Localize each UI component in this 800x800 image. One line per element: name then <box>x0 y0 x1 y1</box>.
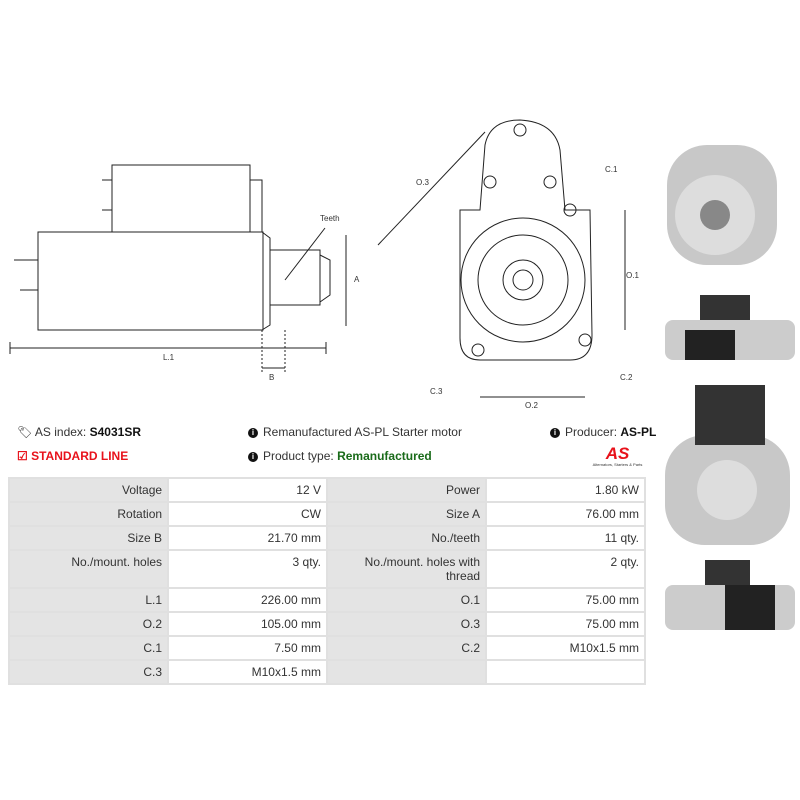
side-view-drawing: L.1 A B Teeth <box>9 164 360 382</box>
label-b: B <box>269 373 274 382</box>
label-o1: O.1 <box>626 271 639 280</box>
spec-value: 75.00 mm <box>485 611 646 637</box>
spec-value: M10x1.5 mm <box>485 635 646 661</box>
spec-value: 76.00 mm <box>485 501 646 527</box>
spec-value: 75.00 mm <box>485 587 646 613</box>
spec-label: No./mount. holes with thread <box>325 549 488 589</box>
spec-value: 1.80 kW <box>485 477 646 503</box>
spec-value: M10x1.5 mm <box>167 659 328 685</box>
photo-side <box>665 295 795 360</box>
spec-label: L.1 <box>7 587 170 613</box>
tag-icon: 🏷 <box>17 425 33 439</box>
photo-front <box>667 145 777 265</box>
front-view-drawing: O.3 O.1 O.2 C.1 C.2 C.3 <box>377 119 639 410</box>
spec-value: CW <box>167 501 328 527</box>
spec-label: Size B <box>7 525 170 551</box>
technical-drawing: L.1 A B Teeth O.3 O.1 O.2 C.1 C.2 C.3 <box>9 119 639 410</box>
photo-rear <box>665 385 790 545</box>
product-photos <box>665 145 795 630</box>
photo-side-2 <box>665 560 795 630</box>
spec-label: C.1 <box>7 635 170 661</box>
spec-label: C.2 <box>325 635 488 661</box>
checkbox-icon: ☑ <box>17 449 28 463</box>
spec-label: O.3 <box>325 611 488 637</box>
label-a: A <box>354 275 360 284</box>
info-icon: i <box>248 428 258 438</box>
as-pl-logo: AS Alternators, Starters & Parts <box>592 444 643 467</box>
spec-label: Rotation <box>7 501 170 527</box>
spec-label: No./mount. holes <box>7 549 170 589</box>
spec-value: 21.70 mm <box>167 525 328 551</box>
spec-label: C.3 <box>7 659 170 685</box>
spec-value: 7.50 mm <box>167 635 328 661</box>
label-o3: O.3 <box>416 178 429 187</box>
spec-value: 12 V <box>167 477 328 503</box>
label-teeth: Teeth <box>320 214 340 223</box>
standard-line-badge: ☑ STANDARD LINE <box>17 449 129 463</box>
info-icon: i <box>248 452 258 462</box>
as-index: 🏷 AS index: S4031SR <box>17 425 141 439</box>
spec-label <box>325 659 488 685</box>
spec-value: 105.00 mm <box>167 611 328 637</box>
spec-value: 11 qty. <box>485 525 646 551</box>
spec-label: Size A <box>325 501 488 527</box>
label-c2: C.2 <box>620 373 633 382</box>
label-c1: C.1 <box>605 165 618 174</box>
spec-label: O.2 <box>7 611 170 637</box>
spec-label: Voltage <box>7 477 170 503</box>
spec-label: O.1 <box>325 587 488 613</box>
label-l1: L.1 <box>163 353 175 362</box>
spec-label: Power <box>325 477 488 503</box>
spec-value: 2 qty. <box>485 549 646 589</box>
label-o2: O.2 <box>525 401 538 410</box>
info-icon: i <box>550 428 560 438</box>
label-c3: C.3 <box>430 387 443 396</box>
spec-label: No./teeth <box>325 525 488 551</box>
spec-value <box>485 659 646 685</box>
spec-value: 3 qty. <box>167 549 328 589</box>
spec-value: 226.00 mm <box>167 587 328 613</box>
